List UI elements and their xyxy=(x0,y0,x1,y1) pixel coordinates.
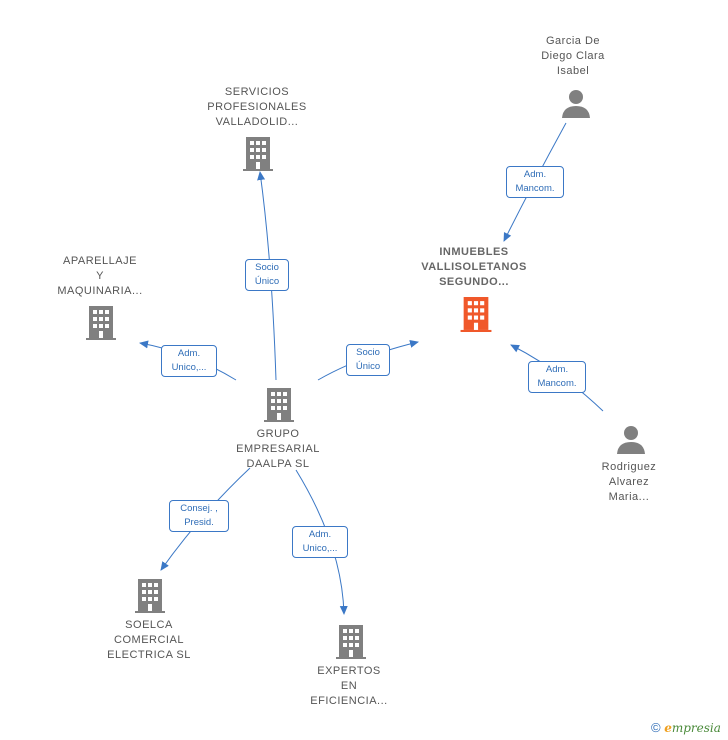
building-icon xyxy=(336,625,366,659)
copyright-icon: © xyxy=(651,720,661,735)
node-label: APARELLAJE Y MAQUINARIA... xyxy=(57,255,143,297)
node-label: SERVICIOS PROFESIONALES VALLADOLID... xyxy=(207,86,307,128)
node-soelca[interactable]: SOELCA COMERCIAL ELECTRICA SL xyxy=(92,618,206,663)
building-icon xyxy=(86,306,116,340)
node-inmuebles[interactable]: INMUEBLES VALLISOLETANOS SEGUNDO... xyxy=(404,245,544,290)
node-expertos[interactable]: EXPERTOS EN EFICIENCIA... xyxy=(292,664,406,709)
edge-label-expertos: Adm. Unico,... xyxy=(292,526,348,558)
building-icon xyxy=(264,388,294,422)
edge-label-soelca: Consej. , Presid. xyxy=(169,500,229,532)
node-grupo[interactable]: GRUPO EMPRESARIAL DAALPA SL xyxy=(218,427,338,472)
edge-label-garcia: Adm. Mancom. xyxy=(506,166,564,198)
edge-label-rodriguez: Adm. Mancom. xyxy=(528,361,586,393)
person-icon xyxy=(617,426,645,454)
node-servicios[interactable]: SERVICIOS PROFESIONALES VALLADOLID... xyxy=(196,85,318,130)
footer-brand: © empresia xyxy=(651,720,721,735)
node-label: INMUEBLES VALLISOLETANOS SEGUNDO... xyxy=(421,246,527,288)
building-icon xyxy=(243,137,273,171)
node-aparellaje[interactable]: APARELLAJE Y MAQUINARIA... xyxy=(40,254,160,299)
edge-label-inmuebles: Socio Único xyxy=(346,344,390,376)
node-label: Garcia De Diego Clara Isabel xyxy=(541,35,605,77)
brand-logo: empresia xyxy=(664,721,721,735)
node-label: SOELCA COMERCIAL ELECTRICA SL xyxy=(107,619,191,661)
node-label: EXPERTOS EN EFICIENCIA... xyxy=(310,665,388,707)
person-icon xyxy=(562,90,590,118)
building-icon xyxy=(135,579,165,613)
edge-label-aparellaje: Adm. Unico,... xyxy=(161,345,217,377)
node-label: GRUPO EMPRESARIAL DAALPA SL xyxy=(236,428,320,470)
node-label: Rodriguez Alvarez Maria... xyxy=(601,461,657,503)
edge-label-servicios: Socio Único xyxy=(245,259,289,291)
building-icon-highlight xyxy=(460,297,492,332)
node-garcia[interactable]: Garcia De Diego Clara Isabel xyxy=(522,34,624,79)
node-rodriguez[interactable]: Rodriguez Alvarez Maria... xyxy=(580,460,678,505)
